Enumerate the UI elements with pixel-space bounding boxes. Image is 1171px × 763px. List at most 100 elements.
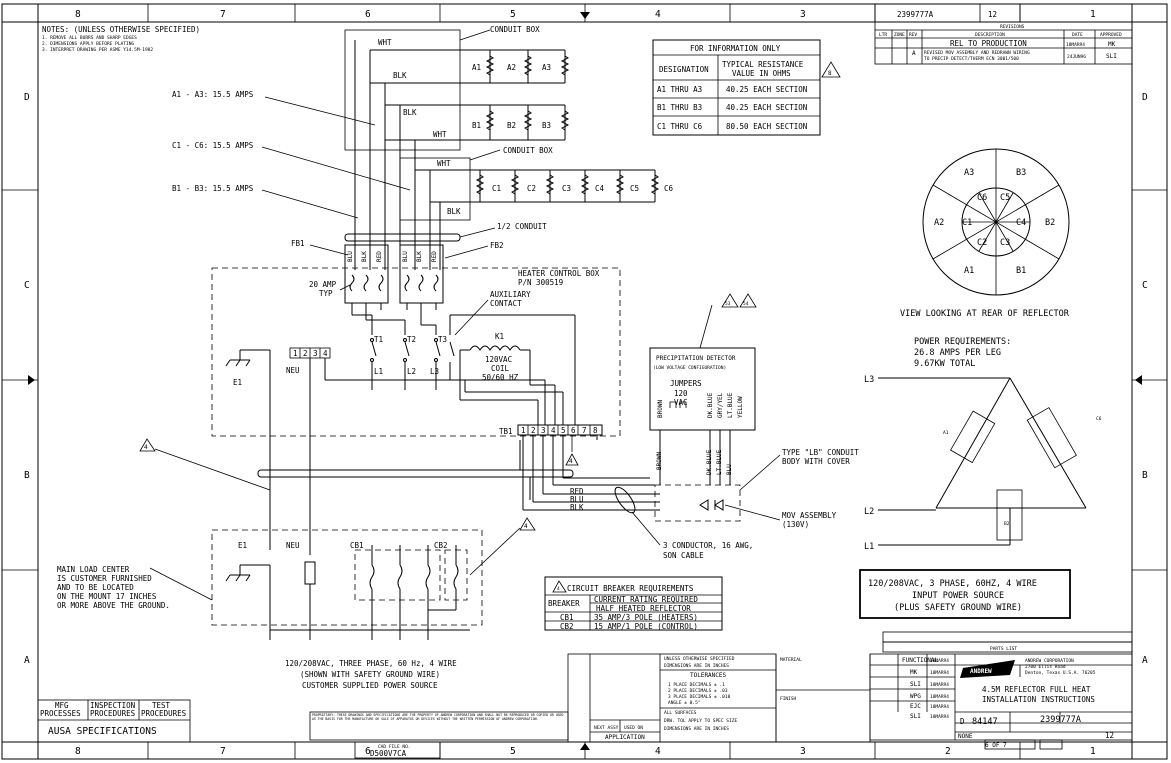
svg-text:120/208VAC, 3 PHASE, 60HZ, 4 W: 120/208VAC, 3 PHASE, 60HZ, 4 WIRE bbox=[868, 579, 1037, 589]
rev-col: REV bbox=[909, 32, 917, 38]
info-table-title: FOR INFORMATION ONLY bbox=[690, 44, 781, 53]
svg-text:MOV ASSEMBLY: MOV ASSEMBLY bbox=[782, 511, 837, 520]
rev-row2-desc: TO PRECIP DETECT/THERM ECN 3001/500 bbox=[924, 56, 1019, 62]
svg-text:AND TO BE LOCATED: AND TO BE LOCATED bbox=[57, 583, 134, 592]
rev-col: LTR bbox=[879, 32, 887, 38]
fb2-label: FB2 bbox=[490, 241, 504, 250]
row-label: C bbox=[24, 280, 30, 291]
svg-text:B1 THRU B3: B1 THRU B3 bbox=[657, 103, 702, 112]
svg-text:NEU: NEU bbox=[286, 541, 300, 550]
column-labels-bottom: 8 7 6 5 4 3 2 1 bbox=[75, 746, 1096, 757]
breaker-icon bbox=[369, 545, 459, 640]
rev-col: DESCRIPTION bbox=[975, 32, 1005, 38]
svg-text:2: 2 bbox=[303, 349, 308, 358]
col-label: 7 bbox=[220, 746, 226, 757]
svg-text:A1 THRU A3: A1 THRU A3 bbox=[657, 85, 702, 94]
conduit-box-label: CONDUIT BOX bbox=[503, 146, 553, 155]
svg-text:ANGLE ± 0.5°: ANGLE ± 0.5° bbox=[668, 700, 701, 706]
svg-text:TB1: TB1 bbox=[499, 427, 513, 436]
rev-row1-appr: MK bbox=[1108, 41, 1116, 48]
svg-text:BLK: BLK bbox=[361, 251, 368, 262]
power-line: 26.8 AMPS PER LEG bbox=[914, 348, 1001, 358]
svg-text:DK.BLUE: DK.BLUE bbox=[707, 392, 714, 418]
outer-border bbox=[1, 3, 1168, 760]
svg-text:EJC: EJC bbox=[910, 703, 921, 710]
svg-text:YELLOW: YELLOW bbox=[737, 396, 744, 418]
specs-title: AUSA SPECIFICATIONS bbox=[48, 726, 157, 737]
revisions-header: REVISIONS bbox=[1000, 24, 1025, 30]
svg-text:B3: B3 bbox=[1016, 168, 1026, 178]
svg-text:VAC: VAC bbox=[674, 398, 688, 407]
resistor-label: A1 bbox=[472, 63, 481, 72]
svg-text:PROCEDURES: PROCEDURES bbox=[141, 709, 187, 718]
svg-text:L3: L3 bbox=[430, 367, 439, 376]
row-label: A bbox=[1142, 655, 1148, 666]
svg-text:RED: RED bbox=[376, 251, 383, 262]
svg-text:CAD FILE NO.: CAD FILE NO. bbox=[378, 744, 411, 750]
rev-row1-date: 18MAR94 bbox=[1066, 42, 1085, 48]
svg-text:12: 12 bbox=[1105, 731, 1114, 740]
svg-text:2: 2 bbox=[531, 426, 536, 435]
svg-text:SLI: SLI bbox=[910, 681, 921, 688]
note-line: 3. INTERPRET DRAWING PER ASME Y14.5M-198… bbox=[42, 47, 153, 53]
svg-text:BLK: BLK bbox=[416, 251, 423, 262]
resistor-label: C3 bbox=[562, 184, 571, 193]
cable-label: SON CABLE bbox=[663, 551, 704, 560]
svg-text:DK.BLUE: DK.BLUE bbox=[706, 449, 713, 475]
heater-box-pn: P/N 300519 bbox=[518, 278, 563, 287]
col-label: 4 bbox=[655, 746, 661, 757]
row-label: B bbox=[1142, 470, 1148, 481]
svg-text:120: 120 bbox=[674, 389, 688, 398]
svg-text:C6: C6 bbox=[977, 193, 987, 203]
svg-text:CIRCUIT BREAKER REQUIREMENTS: CIRCUIT BREAKER REQUIREMENTS bbox=[567, 584, 694, 593]
col-label: 5 bbox=[510, 746, 516, 757]
svg-text:ANDREW CORPORATION: ANDREW CORPORATION bbox=[1025, 658, 1074, 664]
svg-text:FINISH: FINISH bbox=[780, 696, 797, 702]
svg-text:OR MORE ABOVE THE GROUND.: OR MORE ABOVE THE GROUND. bbox=[57, 601, 170, 610]
flag-4 bbox=[139, 438, 156, 452]
svg-text:HALF HEATED REFLECTOR: HALF HEATED REFLECTOR bbox=[596, 604, 691, 613]
group-label-a: A1 - A3: 15.5 AMPS bbox=[172, 90, 254, 99]
svg-text:UNLESS OTHERWISE SPECIFIED: UNLESS OTHERWISE SPECIFIED bbox=[664, 656, 735, 662]
coil-icon bbox=[469, 345, 521, 351]
svg-text:B1: B1 bbox=[1016, 266, 1026, 276]
svg-text:INSPECTION: INSPECTION bbox=[90, 701, 135, 710]
svg-text:MATERIAL: MATERIAL bbox=[780, 657, 802, 663]
resistor-icon bbox=[523, 55, 533, 76]
svg-text:L1: L1 bbox=[374, 367, 383, 376]
svg-text:6: 6 bbox=[571, 426, 576, 435]
power-line: 9.67KW TOTAL bbox=[914, 359, 975, 369]
svg-text:JUMPERS: JUMPERS bbox=[670, 379, 702, 388]
group-label-c: C1 - C6: 15.5 AMPS bbox=[172, 141, 254, 150]
svg-text:CURRENT RATING REQUIRED: CURRENT RATING REQUIRED bbox=[594, 595, 698, 604]
fb1-label: FB1 bbox=[291, 239, 305, 248]
rev-col: DATE bbox=[1072, 32, 1083, 38]
resistor-label: A3 bbox=[542, 63, 551, 72]
svg-text:PRECIPITATION DETECTOR: PRECIPITATION DETECTOR bbox=[656, 355, 736, 362]
svg-text:53: 53 bbox=[725, 301, 731, 307]
svg-text:E1: E1 bbox=[233, 378, 242, 387]
resistor-label: C2 bbox=[527, 184, 536, 193]
drawing-title: INSTALLATION INSTRUCTIONS bbox=[982, 695, 1095, 704]
col-label: 4 bbox=[655, 9, 661, 20]
conduit-box-label: CONDUIT BOX bbox=[490, 25, 540, 34]
row-label: C bbox=[1142, 280, 1148, 291]
main-load-center: E1 NEU CB1 CB2 bbox=[211, 529, 483, 640]
resistor-icon bbox=[545, 174, 555, 195]
svg-text:BLU: BLU bbox=[347, 251, 354, 262]
svg-text:(130V): (130V) bbox=[782, 520, 809, 529]
wire-label: WHT bbox=[378, 38, 392, 47]
svg-text:TYPICAL RESISTANCE: TYPICAL RESISTANCE bbox=[722, 60, 804, 69]
svg-text:APPLICATION: APPLICATION bbox=[605, 734, 645, 741]
resistor-icon bbox=[485, 55, 495, 76]
svg-text:MFG: MFG bbox=[55, 701, 69, 710]
parts-list: PARTS LIST bbox=[990, 646, 1017, 652]
source-box: 120/208VAC, 3 PHASE, 60HZ, 4 WIRE INPUT … bbox=[859, 569, 1071, 619]
note-line: 2. DIMENSIONS APPLY BEFORE PLATING bbox=[42, 41, 134, 47]
svg-text:COIL: COIL bbox=[491, 364, 510, 373]
svg-text:RED: RED bbox=[431, 251, 438, 262]
group-label-b: B1 - B3: 15.5 AMPS bbox=[172, 184, 254, 193]
customer-power: (SHOWN WITH SAFETY GROUND WIRE) bbox=[300, 670, 440, 679]
